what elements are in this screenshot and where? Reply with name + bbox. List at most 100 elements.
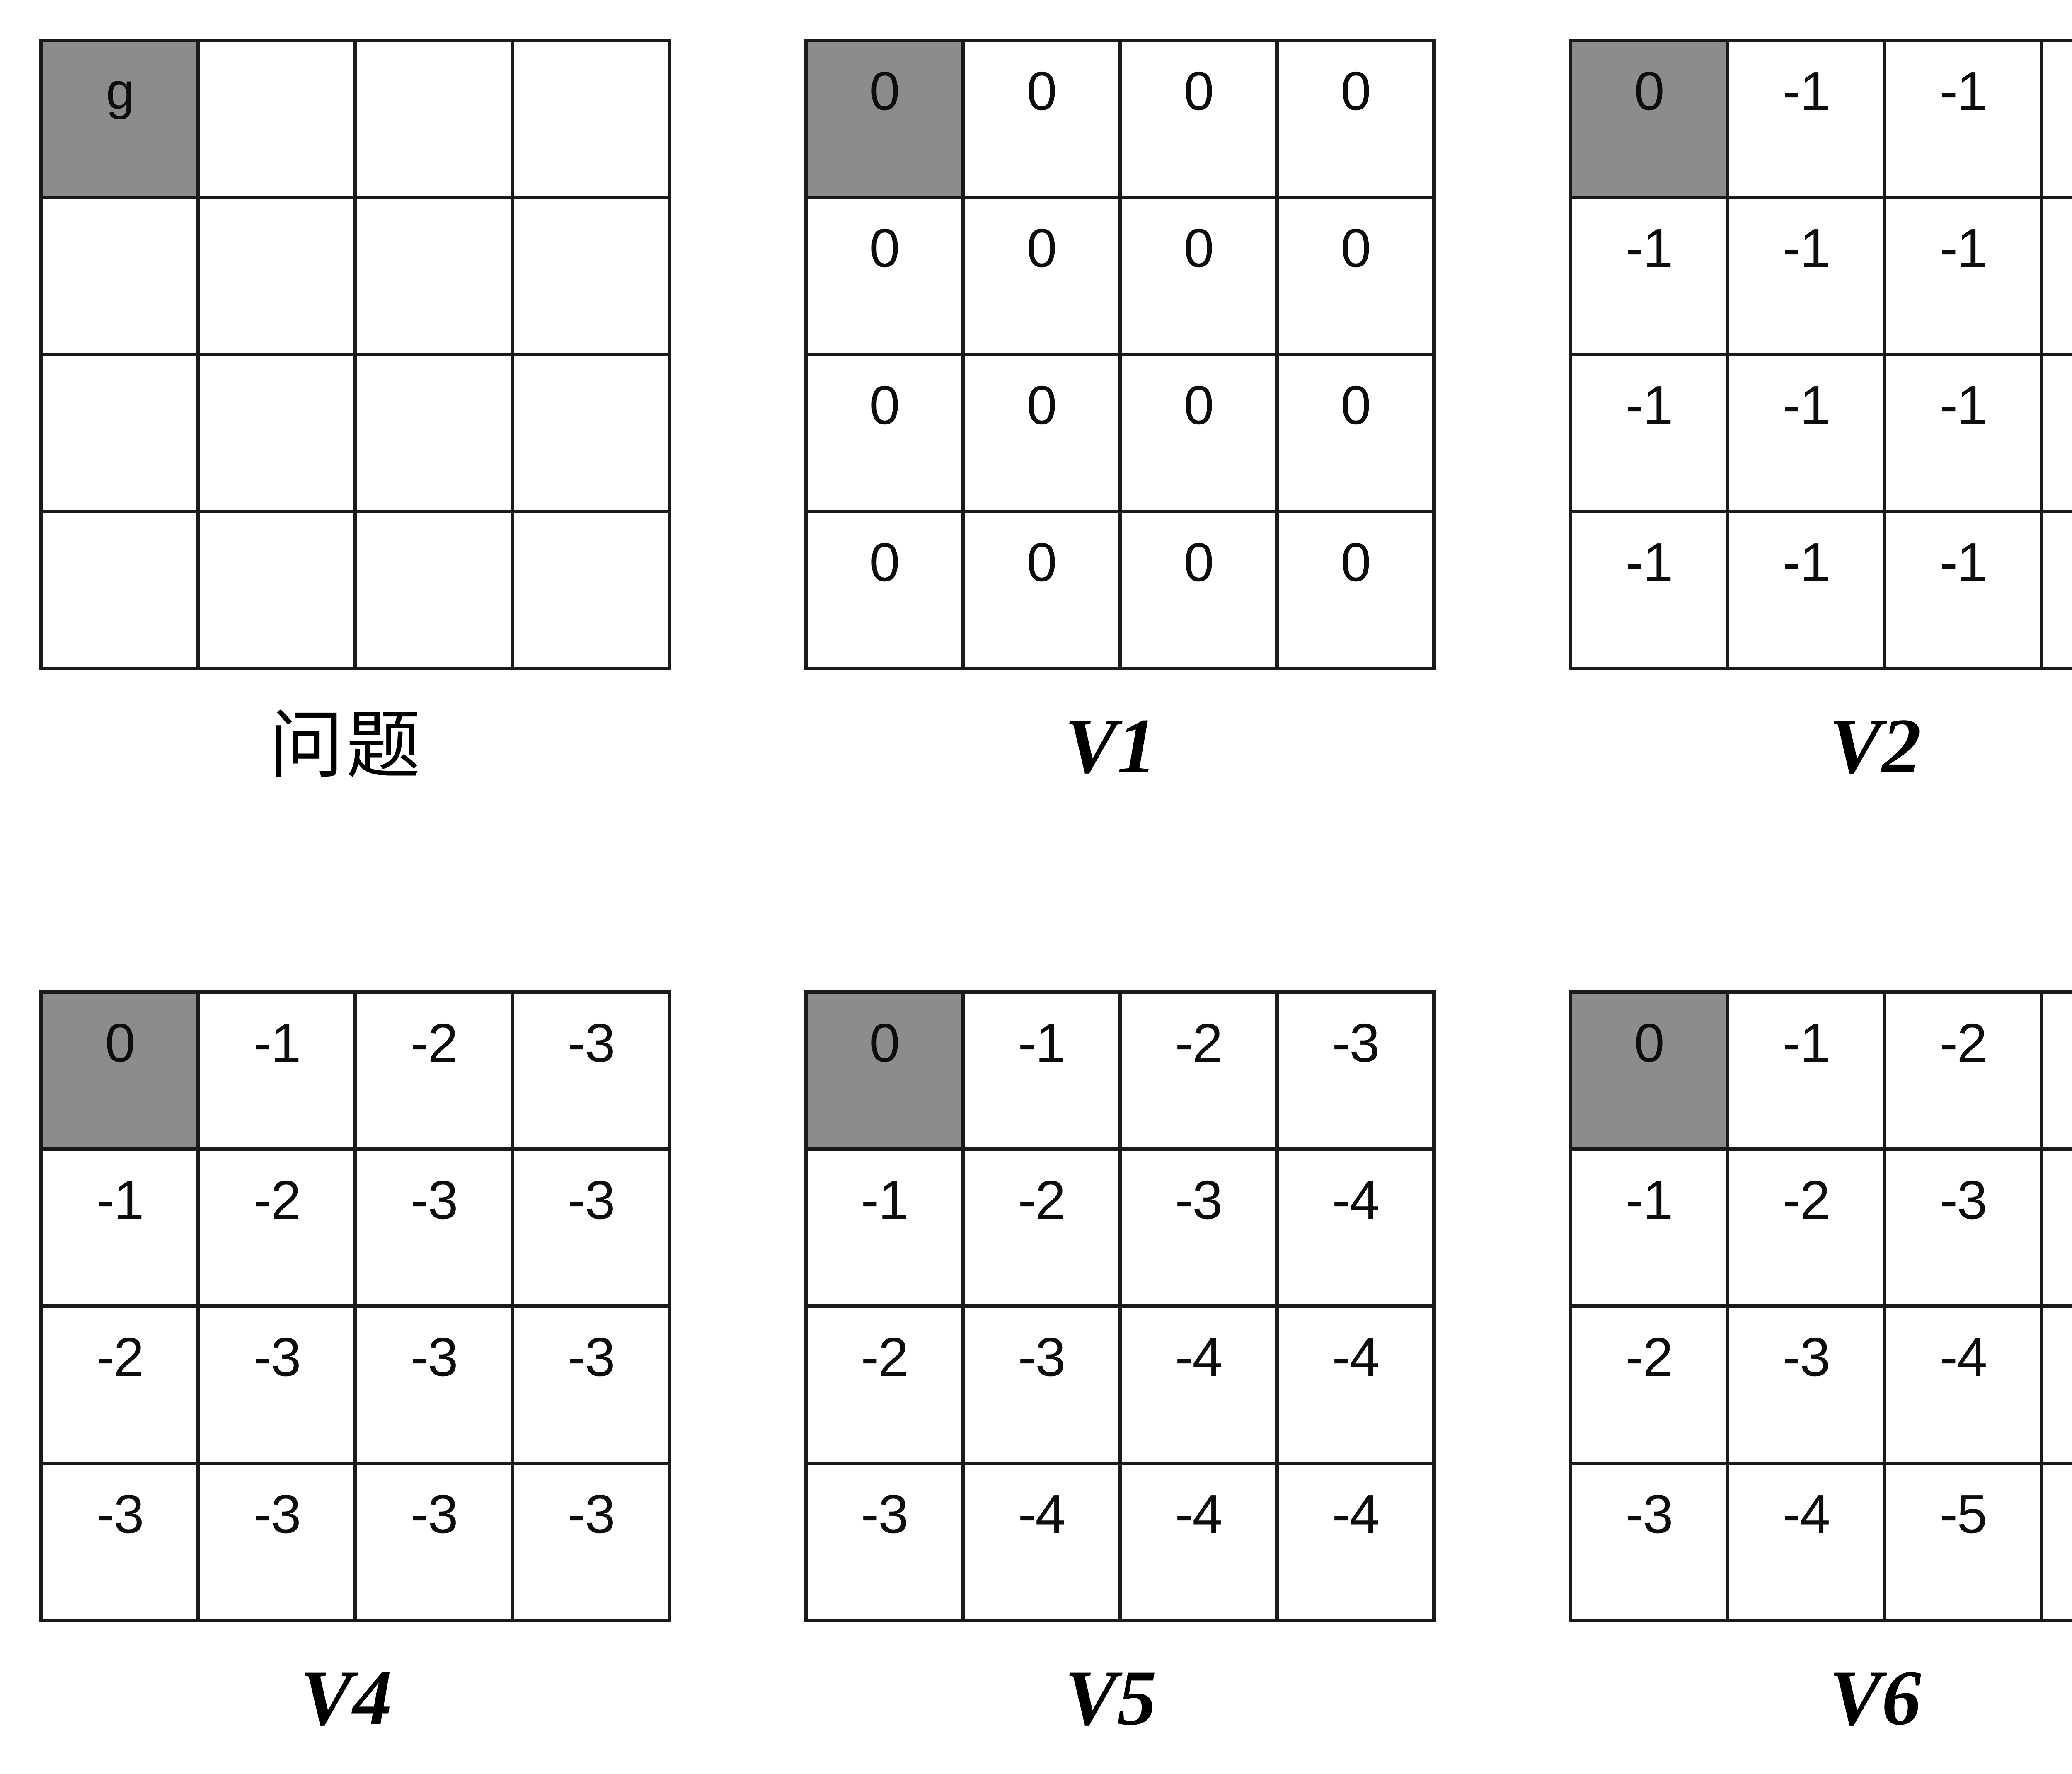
- grid-cell[interactable]: -1: [1569, 510, 1729, 670]
- grid-cell[interactable]: -2: [1118, 990, 1279, 1151]
- grid-cell[interactable]: -1: [2040, 196, 2072, 356]
- grid-cell[interactable]: [511, 39, 671, 199]
- grid-cell[interactable]: 0: [1275, 510, 1436, 670]
- grid-cell[interactable]: -3: [196, 1462, 357, 1622]
- grid-cell[interactable]: -4: [1275, 1147, 1436, 1308]
- grid-cell[interactable]: -1: [1726, 39, 1886, 199]
- grid-cell[interactable]: 0: [1118, 353, 1279, 513]
- grid-cell[interactable]: 0: [804, 196, 965, 356]
- grid-cell[interactable]: -5: [1883, 1462, 2043, 1622]
- grid-cell[interactable]: -1: [961, 990, 1122, 1151]
- grid-cell[interactable]: 0: [1275, 196, 1436, 356]
- grid-cell[interactable]: -3: [196, 1304, 357, 1465]
- cell-value: -4: [1332, 1169, 1380, 1231]
- grid-cell-goal[interactable]: 0: [804, 39, 965, 199]
- grid-cell[interactable]: 0: [1118, 196, 1279, 356]
- grid-cell[interactable]: -1: [1726, 353, 1886, 513]
- grid-cell[interactable]: -3: [2040, 990, 2072, 1151]
- grid-cell[interactable]: [353, 510, 514, 670]
- grid-cell[interactable]: -1: [1569, 1147, 1729, 1308]
- grid-cell[interactable]: -1: [2040, 510, 2072, 670]
- grid-cell[interactable]: [39, 510, 200, 670]
- grid-cell[interactable]: 0: [961, 196, 1122, 356]
- grid-cell[interactable]: 0: [1118, 39, 1279, 199]
- grid-cell[interactable]: 0: [1275, 39, 1436, 199]
- grid-cell[interactable]: -1: [1883, 196, 2043, 356]
- grid-cell[interactable]: 0: [961, 510, 1122, 670]
- grid-cell[interactable]: -3: [804, 1462, 965, 1622]
- grid-cell[interactable]: 0: [961, 39, 1122, 199]
- grid-cell[interactable]: -1: [1883, 510, 2043, 670]
- grid-cell[interactable]: -1: [1883, 353, 2043, 513]
- grid-cell[interactable]: -2: [196, 1147, 357, 1308]
- grid-cell[interactable]: -2: [1883, 990, 2043, 1151]
- grid-cell-goal[interactable]: 0: [39, 990, 200, 1151]
- grid-cell[interactable]: -4: [2040, 1147, 2072, 1308]
- cell-value: -3: [567, 1326, 615, 1388]
- grid-cell[interactable]: -3: [353, 1147, 514, 1308]
- grid-cell[interactable]: [39, 353, 200, 513]
- grid-cell[interactable]: [196, 196, 357, 356]
- grid-cell[interactable]: -2: [1569, 1304, 1729, 1465]
- grid-cell[interactable]: -4: [1726, 1462, 1886, 1622]
- grid-cell[interactable]: [511, 353, 671, 513]
- grid-cell[interactable]: -1: [1569, 353, 1729, 513]
- grid-cell[interactable]: -4: [1275, 1304, 1436, 1465]
- grid-cell[interactable]: -3: [1118, 1147, 1279, 1308]
- grid-cell[interactable]: -3: [961, 1304, 1122, 1465]
- grid-cell[interactable]: -4: [1883, 1304, 2043, 1465]
- grid-cell[interactable]: -1: [2040, 39, 2072, 199]
- grid-cell[interactable]: 0: [1118, 510, 1279, 670]
- grid-cell[interactable]: [196, 353, 357, 513]
- grid-cell[interactable]: [353, 39, 514, 199]
- grid-cell[interactable]: [196, 39, 357, 199]
- grid-cell[interactable]: -4: [1118, 1304, 1279, 1465]
- cell-value: -2: [1939, 1012, 1987, 1074]
- caption-subscript: 2: [1881, 703, 1921, 790]
- grid-cell[interactable]: -2: [961, 1147, 1122, 1308]
- grid-cell[interactable]: -4: [1275, 1462, 1436, 1622]
- grid-cell[interactable]: -1: [1569, 196, 1729, 356]
- grid-cell[interactable]: -1: [39, 1147, 200, 1308]
- grid-cell[interactable]: -3: [1275, 990, 1436, 1151]
- grid-cell[interactable]: -4: [961, 1462, 1122, 1622]
- grid-cell[interactable]: -3: [511, 990, 671, 1151]
- grid-cell[interactable]: [39, 196, 200, 356]
- grid-cell[interactable]: -3: [511, 1147, 671, 1308]
- grid-cell[interactable]: -3: [511, 1304, 671, 1465]
- grid-cell[interactable]: [511, 510, 671, 670]
- grid-cell[interactable]: -4: [1118, 1462, 1279, 1622]
- grid-cell-goal[interactable]: g: [39, 39, 200, 199]
- grid-cell[interactable]: -2: [39, 1304, 200, 1465]
- grid-cell[interactable]: [353, 353, 514, 513]
- grid-cell[interactable]: -1: [196, 990, 357, 1151]
- grid-cell[interactable]: -2: [353, 990, 514, 1151]
- grid-cell[interactable]: -5: [2040, 1304, 2072, 1465]
- grid-cell[interactable]: -3: [511, 1462, 671, 1622]
- grid-cell[interactable]: -1: [1726, 510, 1886, 670]
- grid-cell[interactable]: -1: [804, 1147, 965, 1308]
- grid-cell[interactable]: -3: [353, 1462, 514, 1622]
- grid-cell[interactable]: -2: [804, 1304, 965, 1465]
- grid-cell[interactable]: -1: [1726, 990, 1886, 1151]
- grid-cell-goal[interactable]: 0: [804, 990, 965, 1151]
- grid-cell[interactable]: -1: [1726, 196, 1886, 356]
- grid-cell[interactable]: -3: [1569, 1462, 1729, 1622]
- grid-cell[interactable]: -1: [2040, 353, 2072, 513]
- grid-cell[interactable]: -1: [1883, 39, 2043, 199]
- grid-cell-goal[interactable]: 0: [1569, 39, 1729, 199]
- grid-cell[interactable]: [353, 196, 514, 356]
- grid-cell[interactable]: -3: [1883, 1147, 2043, 1308]
- grid-cell[interactable]: 0: [1275, 353, 1436, 513]
- grid-cell[interactable]: [196, 510, 357, 670]
- grid-cell[interactable]: -3: [353, 1304, 514, 1465]
- grid-cell[interactable]: -2: [1726, 1147, 1886, 1308]
- grid-cell[interactable]: 0: [804, 510, 965, 670]
- grid-cell[interactable]: 0: [804, 353, 965, 513]
- grid-cell-goal[interactable]: 0: [1569, 990, 1729, 1151]
- grid-cell[interactable]: 0: [961, 353, 1122, 513]
- grid-cell[interactable]: -5: [2040, 1462, 2072, 1622]
- grid-cell[interactable]: -3: [1726, 1304, 1886, 1465]
- grid-cell[interactable]: [511, 196, 671, 356]
- grid-cell[interactable]: -3: [39, 1462, 200, 1622]
